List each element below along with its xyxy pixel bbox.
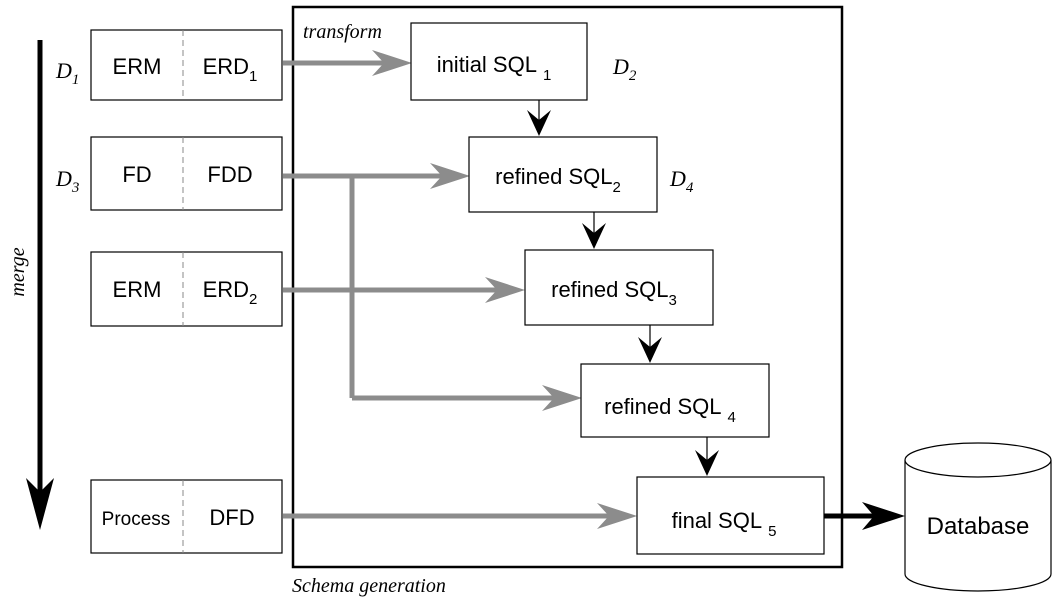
input-left-label: FD (122, 162, 151, 187)
input-box-process-dfd: Process DFD (90, 479, 283, 554)
input-right-label: ERD1 (203, 54, 258, 85)
merge-arrow (26, 40, 54, 530)
sql-box-label: refined SQL3 (551, 277, 677, 309)
input-box-erm-erd2: ERM ERD2 (90, 251, 283, 327)
merge-label: merge (7, 247, 29, 296)
d4-label: D4 (669, 166, 694, 196)
input-right-label: FDD (207, 162, 252, 187)
input-right-label: DFD (209, 505, 254, 530)
transform-label: transform (303, 21, 382, 43)
schema-generation-frame (291, 5, 844, 569)
input-box-erm-erd1: ERM ERD1 (90, 29, 283, 101)
transform-arrowheads (372, 50, 637, 529)
database-label: Database (927, 513, 1030, 540)
input-box-fd-fdd: FD FDD (90, 136, 283, 211)
transform-arrows (283, 60, 622, 519)
schema-generation-label: Schema generation (292, 575, 446, 597)
input-right-label: ERD2 (203, 277, 258, 308)
output-arrow (824, 502, 905, 530)
database-icon: Database (904, 442, 1052, 592)
d1-label: D1 (55, 58, 79, 88)
d3-label: D3 (55, 166, 79, 196)
sql-box-label: refined SQL2 (495, 164, 621, 196)
d2-label: D2 (612, 54, 637, 84)
sql-box-refined-2: refined SQL2 (468, 136, 658, 213)
input-left-label: ERM (113, 277, 162, 302)
sql-box-refined-3: refined SQL3 (524, 249, 714, 326)
input-left-label: Process (102, 509, 171, 530)
refinement-arrows (527, 100, 719, 476)
input-left-label: ERM (113, 54, 162, 79)
